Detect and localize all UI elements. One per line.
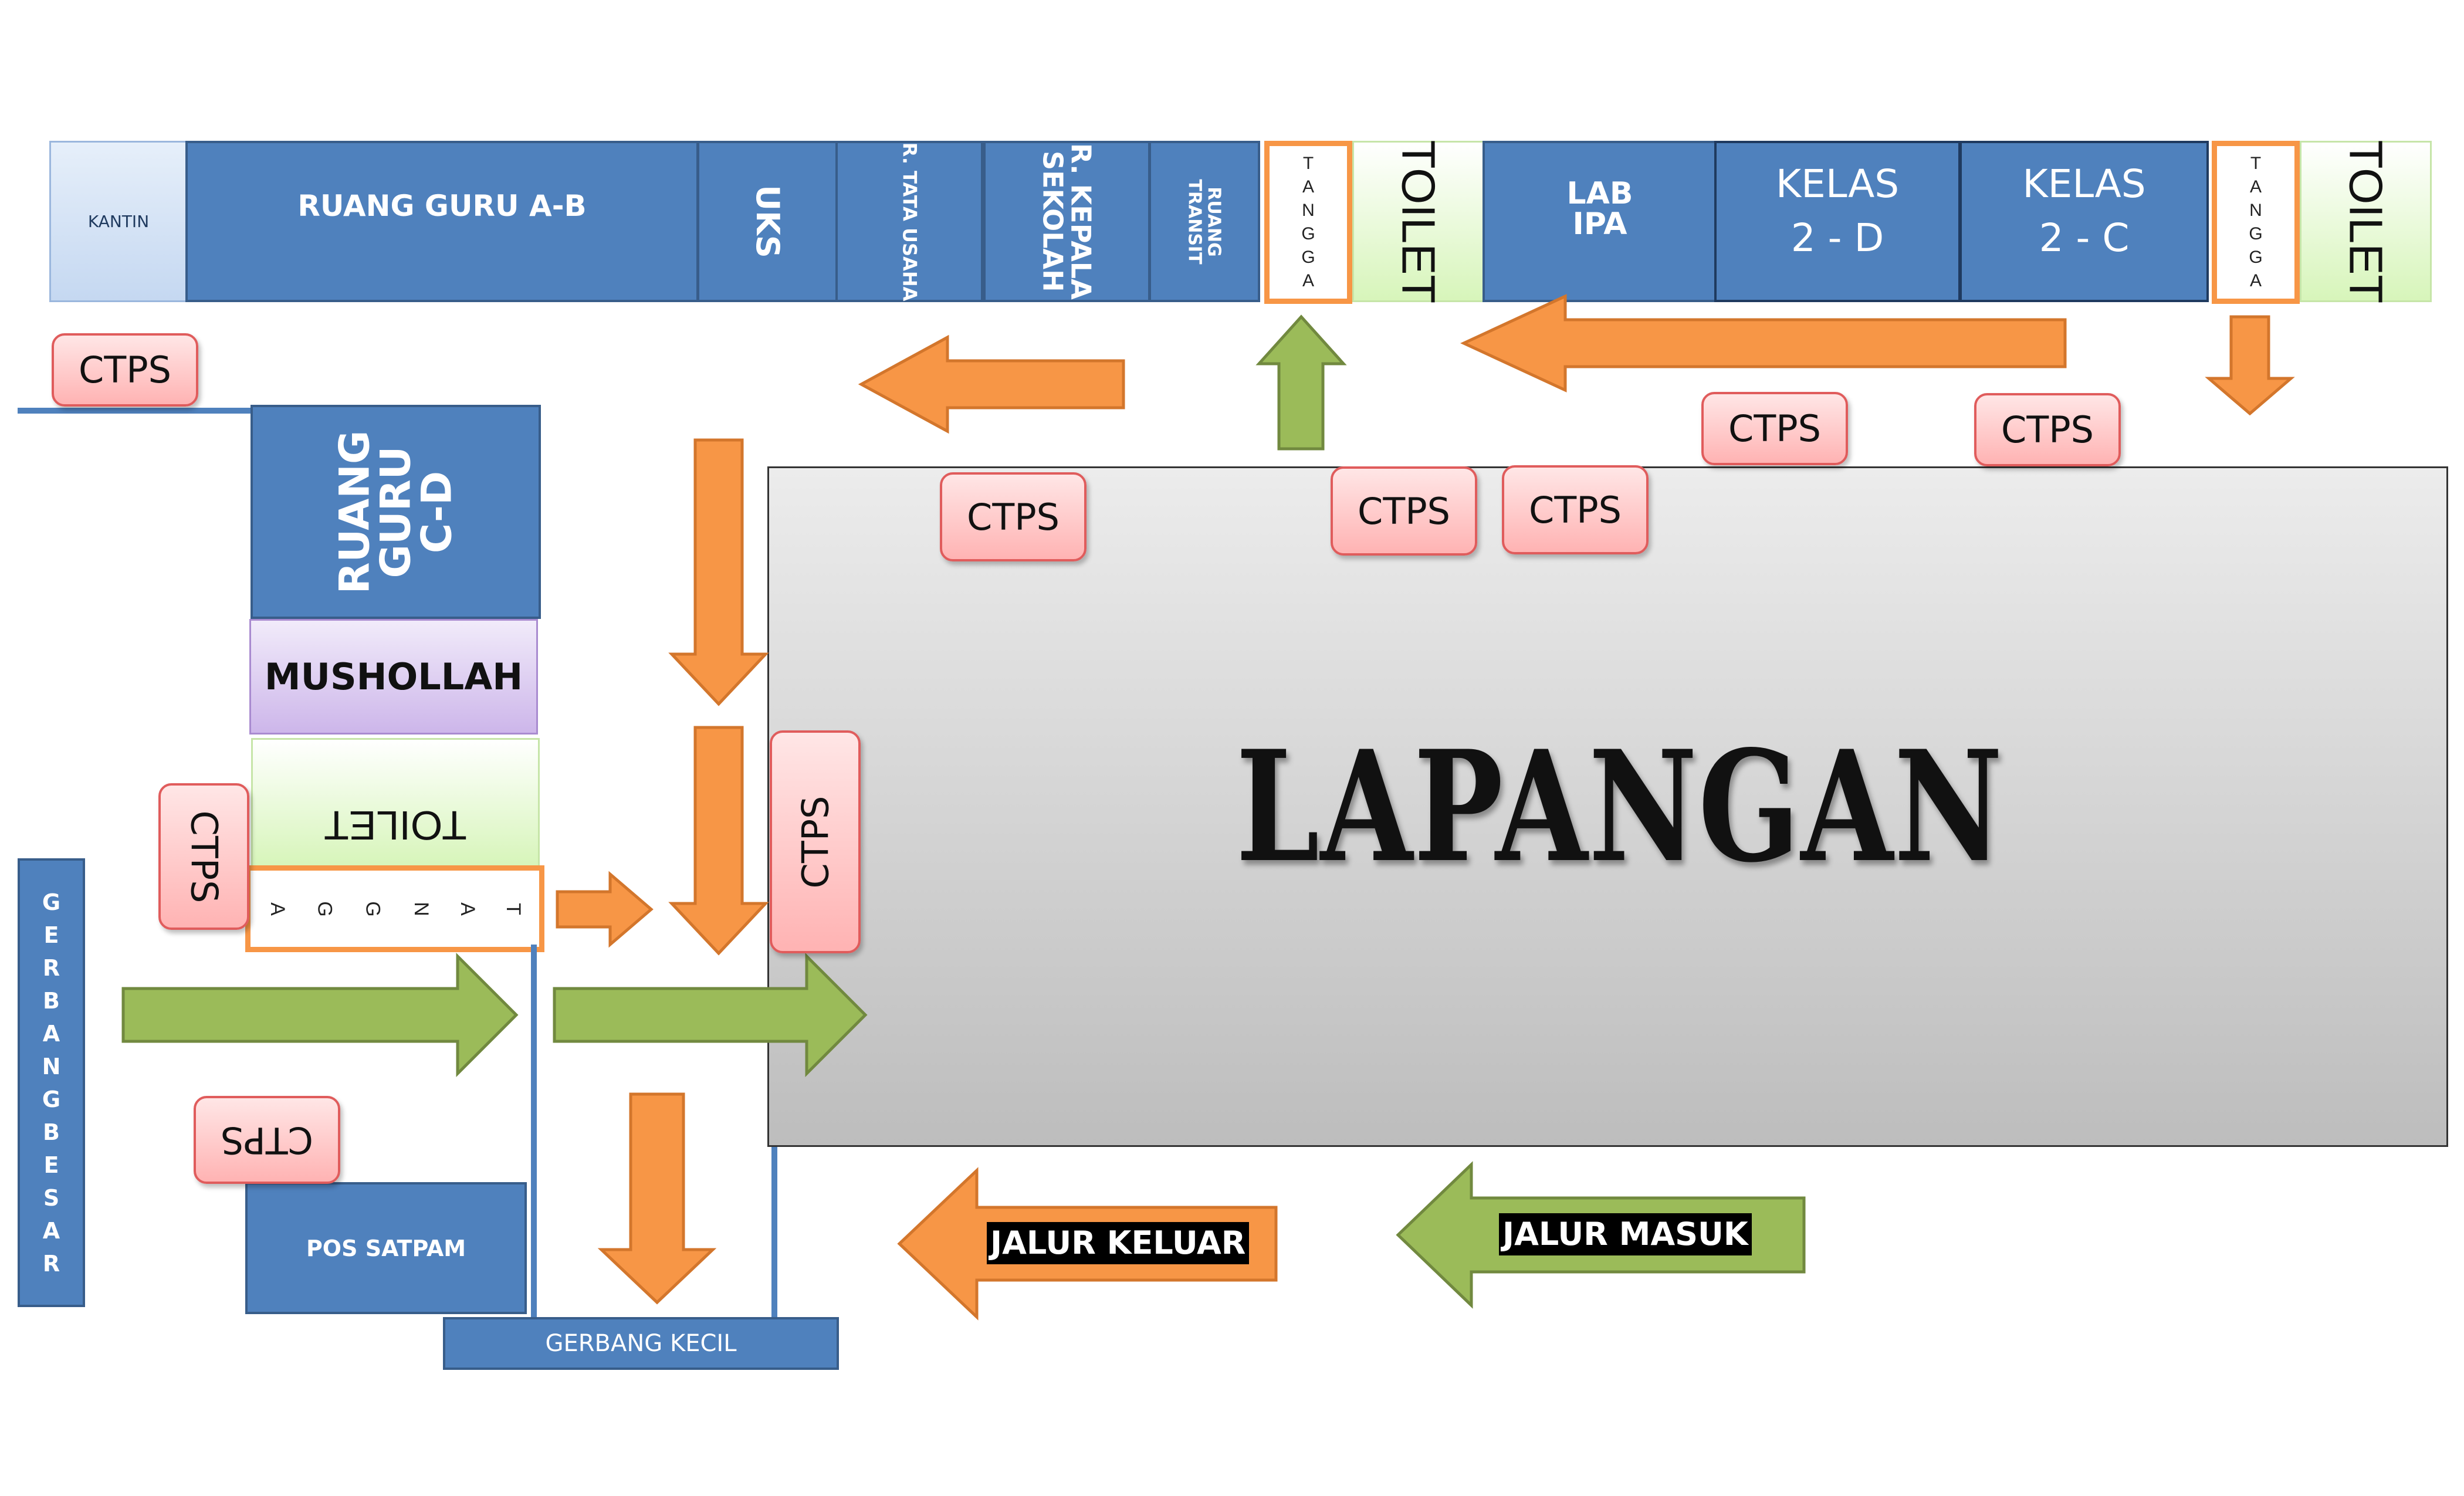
room-mushollah: MUSHOLLAH [249, 619, 538, 735]
gerbang-letter: N [42, 1053, 61, 1079]
room-ruang-guru-ab-label: RUANG GURU A-B [297, 189, 587, 223]
wall-line-top-left [18, 408, 252, 414]
arrow-orange-down [668, 438, 769, 706]
tangga-top-1: T A N G G A [1264, 141, 1352, 304]
room-lab-line1: LAB [1566, 176, 1633, 211]
jalur-masuk-label: JALUR MASUK [1499, 1213, 1752, 1255]
tangga-letter: N [2249, 201, 2262, 220]
tangga-left: T A N G G A [245, 865, 544, 952]
gerbang-letter: S [43, 1184, 60, 1211]
ctps-label: CTPS [1358, 489, 1450, 533]
tangga-letter: A [1302, 177, 1314, 197]
tangga-letter: A [1302, 271, 1314, 290]
tangga-letter: T [2250, 154, 2262, 173]
room-ruang-transit: RUANG TRANSIT [1149, 141, 1260, 302]
ctps-badge: CTPS [1502, 465, 1649, 554]
arrow-green-right [121, 952, 519, 1078]
room-kepala-sekolah: R. KEPALA SEKOLAH [983, 141, 1150, 302]
arrow-green-up [1255, 314, 1347, 451]
tangga-letter: G [1301, 248, 1315, 267]
room-kantin: KANTIN [49, 141, 188, 302]
arrow-green-right [553, 952, 868, 1078]
room-ruang-guru-cd: RUANG GURU C-D [251, 405, 541, 619]
toilet-top-2: TOILET [2300, 140, 2432, 303]
ctps-badge: CTPS [194, 1096, 340, 1184]
gerbang-besar: G E R B A N G B E S A R [18, 858, 85, 1307]
arrow-orange-left [858, 334, 1125, 434]
room-lab-line2: IPA [1572, 207, 1627, 242]
room-kelas-2c-label: KELAS 2 - C [2022, 157, 2145, 266]
gerbang-letter: R [42, 955, 60, 981]
room-kelas-2d: KELAS 2 - D [1714, 141, 1961, 302]
room-ruang-guru-ab: RUANG GURU A-B [185, 141, 699, 302]
ctps-badge: CTPS [770, 730, 861, 953]
arrow-orange-down [668, 726, 769, 956]
ctps-label: CTPS [1728, 407, 1821, 450]
tangga-letter: N [1302, 201, 1315, 220]
arrow-orange-left [1460, 294, 2067, 392]
ctps-badge: CTPS [1701, 392, 1848, 465]
room-tata-usaha: R. TATA USAHA [835, 141, 983, 302]
room-kelas-2d-line2: 2 - D [1791, 215, 1884, 261]
tangga-letter: T [1302, 154, 1314, 173]
ctps-badge: CTPS [52, 333, 198, 407]
lapangan-label: LAPANGAN [1236, 717, 2003, 896]
ctps-label: CTPS [221, 1118, 313, 1162]
room-kelas-2c-line1: KELAS [2022, 161, 2146, 207]
ctps-label: CTPS [1529, 488, 1622, 532]
ctps-label: CTPS [182, 810, 225, 903]
room-lab-ipa: LAB IPA [1483, 141, 1717, 302]
tangga-top-2: T A N G G A [2212, 141, 2300, 304]
gerbang-besar-letters: G E R B A N G B E S A R [42, 886, 61, 1280]
ctps-badge: CTPS [940, 472, 1087, 561]
arrow-orange-down [597, 1092, 717, 1305]
lapangan-field: LAPANGAN [767, 466, 2448, 1147]
room-kelas-2c: KELAS 2 - C [1959, 141, 2209, 302]
room-mushollah-label: MUSHOLLAH [264, 655, 523, 698]
room-kelas-2c-line2: 2 - C [2039, 215, 2130, 261]
gerbang-letter: A [42, 1217, 60, 1244]
room-kelas-2d-line1: KELAS [1775, 161, 1900, 207]
gerbang-letter: G [42, 889, 61, 915]
room-pos-satpam-label: POS SATPAM [306, 1235, 466, 1261]
ctps-label: CTPS [2001, 408, 2094, 451]
wall-line-gate-right [771, 1147, 777, 1320]
gerbang-letter: B [43, 1119, 60, 1145]
arrow-orange-right [556, 871, 654, 948]
wall-line-gate-left [531, 945, 537, 1320]
room-pos-satpam: POS SATPAM [245, 1182, 527, 1314]
tangga-letter: A [2249, 271, 2262, 290]
room-lab-ipa-label: LAB IPA [1566, 178, 1633, 239]
ctps-label: CTPS [967, 495, 1060, 539]
arrow-orange-down [2205, 315, 2295, 416]
room-kelas-2d-label: KELAS 2 - D [1776, 157, 1899, 266]
gerbang-letter: G [42, 1086, 61, 1112]
ctps-label: CTPS [79, 348, 171, 391]
gerbang-letter: R [42, 1250, 60, 1277]
jalur-keluar-label: JALUR KELUAR [987, 1222, 1250, 1264]
gerbang-letter: A [42, 1020, 60, 1047]
ctps-badge: CTPS [1974, 393, 2121, 466]
tangga-letter: G [2249, 248, 2263, 267]
ctps-badge: CTPS [1331, 466, 1477, 556]
gerbang-kecil-label: GERBANG KECIL [545, 1330, 737, 1357]
tangga-letter: G [1301, 224, 1315, 243]
gerbang-kecil: GERBANG KECIL [443, 1317, 839, 1370]
tangga-letter: A [2249, 177, 2262, 197]
room-kantin-label: KANTIN [87, 212, 150, 231]
gerbang-letter: B [43, 987, 60, 1014]
ctps-label: CTPS [794, 796, 837, 888]
gerbang-letter: E [43, 922, 59, 948]
tangga-top-2-letters: T A N G G A [2249, 152, 2262, 293]
gerbang-letter: E [43, 1152, 59, 1178]
toilet-top-1: TOILET [1352, 140, 1484, 303]
ctps-badge: CTPS [158, 783, 249, 930]
tangga-top-1-letters: T A N G G A [1301, 152, 1315, 293]
tangga-letter: G [2249, 224, 2263, 243]
